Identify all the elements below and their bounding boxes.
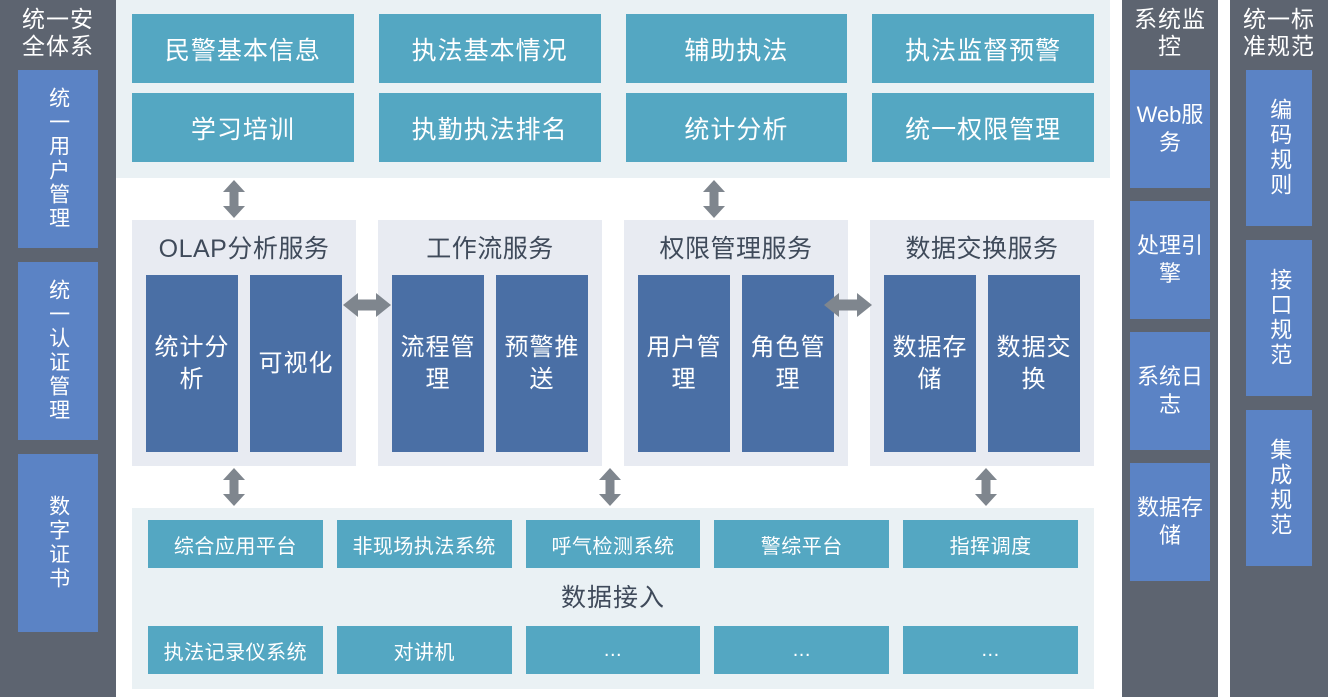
data-box-more-1[interactable]: ...: [525, 626, 701, 674]
service-sub-data-storage[interactable]: 数据存储: [884, 275, 976, 452]
application-layer: 民警基本信息 执法基本情况 辅助执法 执法监督预警 学习培训 执勤执法排名 统计…: [116, 0, 1110, 178]
double-arrow-vertical-icon: [703, 180, 725, 218]
application-layer-grid: 民警基本信息 执法基本情况 辅助执法 执法监督预警 学习培训 执勤执法排名 统计…: [132, 14, 1094, 162]
data-box-integrated-application-platform[interactable]: 综合应用平台: [148, 520, 323, 568]
double-arrow-vertical-icon: [599, 468, 621, 506]
standard-item-coding-rules[interactable]: 编码规则: [1246, 70, 1312, 227]
app-box-unified-permission-management[interactable]: 统一权限管理: [872, 93, 1094, 162]
service-panel-title: 数据交换服务: [905, 235, 1059, 263]
app-box-training[interactable]: 学习培训: [132, 93, 354, 162]
app-box-police-basic-info[interactable]: 民警基本信息: [132, 14, 354, 83]
left-rail-item-unified-auth-management[interactable]: 统一认证管理: [18, 262, 98, 441]
center-column: 民警基本信息 执法基本情况 辅助执法 执法监督预警 学习培训 执勤执法排名 统计…: [116, 0, 1110, 697]
service-panel-olap-analysis: OLAP分析服务 统计分析 可视化: [132, 220, 356, 466]
data-box-more-2[interactable]: ...: [714, 626, 890, 674]
rail-gap-left: [1110, 0, 1122, 697]
rail-gap-right: [1218, 0, 1230, 697]
monitor-item-web-service[interactable]: Web服务: [1130, 70, 1210, 189]
monitor-item-processing-engine[interactable]: 处理引擎: [1130, 201, 1210, 320]
data-box-breath-test-system[interactable]: 呼气检测系统: [525, 520, 701, 568]
standard-item-integration-spec[interactable]: 集成规范: [1246, 410, 1312, 567]
right-rail-standard-title: 统一标准规范: [1243, 6, 1315, 60]
app-box-duty-enforcement-ranking[interactable]: 执勤执法排名: [378, 93, 601, 162]
data-box-police-integrated-platform[interactable]: 警综平台: [714, 520, 890, 568]
arrow-band-app-to-service: [116, 178, 1110, 220]
service-sub-role-management[interactable]: 角色管理: [742, 275, 834, 452]
data-access-row-bottom: 执法记录仪系统 对讲机 ... ... ...: [148, 626, 1078, 674]
data-access-row-top: 综合应用平台 非现场执法系统 呼气检测系统 警综平台 指挥调度: [148, 520, 1078, 568]
left-rail-title: 统一安全体系: [22, 6, 94, 60]
data-box-more-3[interactable]: ...: [903, 626, 1078, 674]
service-sub-statistical-analysis[interactable]: 统计分析: [146, 275, 238, 452]
service-panel-subs: 流程管理 预警推送: [392, 275, 588, 452]
service-panel-title: 工作流服务: [426, 235, 554, 263]
service-panel-gap: [848, 220, 870, 466]
monitor-item-system-log[interactable]: 系统日志: [1130, 332, 1210, 451]
arrow-band-service-to-data: [116, 466, 1110, 508]
data-box-command-dispatch[interactable]: 指挥调度: [903, 520, 1078, 568]
service-panel-title: 权限管理服务: [659, 235, 813, 263]
data-box-walkie-talkie[interactable]: 对讲机: [336, 626, 512, 674]
right-rail-system-monitoring: 系统监控 Web服务 处理引擎 系统日志 数据存储: [1122, 0, 1218, 697]
right-rail-monitor-title: 系统监控: [1134, 6, 1206, 60]
bottom-spacer: [116, 689, 1110, 697]
app-box-enforcement-basics[interactable]: 执法基本情况: [378, 14, 601, 83]
service-panel-subs: 用户管理 角色管理: [638, 275, 834, 452]
service-panel-gap: [602, 220, 624, 466]
service-panel-gap: [356, 220, 378, 466]
standard-item-interface-spec[interactable]: 接口规范: [1246, 240, 1312, 397]
app-box-assisted-enforcement[interactable]: 辅助执法: [625, 14, 848, 83]
double-arrow-horizontal-icon: [343, 293, 391, 317]
app-box-statistical-analysis[interactable]: 统计分析: [625, 93, 848, 162]
double-arrow-vertical-icon: [223, 468, 245, 506]
service-sub-visualization[interactable]: 可视化: [250, 275, 342, 452]
left-rail-item-unified-user-management[interactable]: 统一用户管理: [18, 70, 98, 249]
service-sub-process-management[interactable]: 流程管理: [392, 275, 484, 452]
double-arrow-vertical-icon: [975, 468, 997, 506]
service-sub-alert-push[interactable]: 预警推送: [496, 275, 588, 452]
monitor-item-data-storage[interactable]: 数据存储: [1130, 463, 1210, 582]
double-arrow-horizontal-icon: [824, 293, 872, 317]
service-panel-subs: 数据存储 数据交换: [884, 275, 1080, 452]
service-panel-permission-management: 权限管理服务 用户管理 角色管理: [624, 220, 848, 466]
data-access-layer: 综合应用平台 非现场执法系统 呼气检测系统 警综平台 指挥调度 数据接入 执法记…: [132, 508, 1094, 689]
left-rail-security-system: 统一安全体系 统一用户管理 统一认证管理 数字证书: [0, 0, 116, 697]
service-sub-data-exchange[interactable]: 数据交换: [988, 275, 1080, 452]
left-rail-item-digital-certificate[interactable]: 数字证书: [18, 454, 98, 633]
app-box-enforcement-supervision-alert[interactable]: 执法监督预警: [872, 14, 1094, 83]
service-panel-workflow: 工作流服务 流程管理 预警推送: [378, 220, 602, 466]
service-panel-title: OLAP分析服务: [158, 235, 330, 263]
service-panel-subs: 统计分析 可视化: [146, 275, 342, 452]
service-sub-user-management[interactable]: 用户管理: [638, 275, 730, 452]
double-arrow-vertical-icon: [223, 180, 245, 218]
service-panel-data-exchange: 数据交换服务 数据存储 数据交换: [870, 220, 1094, 466]
data-access-caption: 数据接入: [560, 584, 665, 612]
data-box-non-onsite-enforcement-system[interactable]: 非现场执法系统: [336, 520, 512, 568]
service-layer: OLAP分析服务 统计分析 可视化 工作流服务 流程管理 预警推送 权限管理服务…: [116, 220, 1110, 466]
data-box-law-enforcement-recorder-system[interactable]: 执法记录仪系统: [148, 626, 323, 674]
right-rail-unified-standards: 统一标准规范 编码规则 接口规范 集成规范: [1230, 0, 1328, 697]
